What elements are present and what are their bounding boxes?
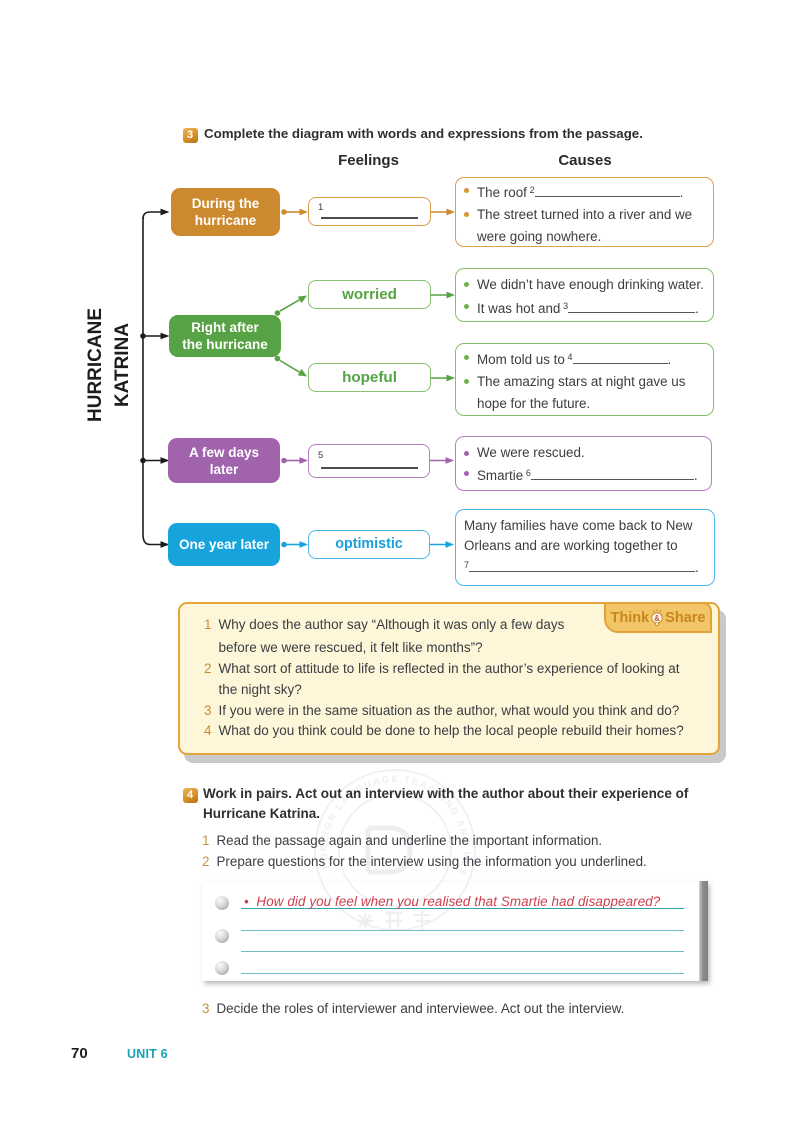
svg-text:FOREIGN LANGUAGE TEACHING AND: FOREIGN LANGUAGE TEACHING AND RESEARCH P… [0,0,471,878]
svg-text:&: & [654,613,660,622]
